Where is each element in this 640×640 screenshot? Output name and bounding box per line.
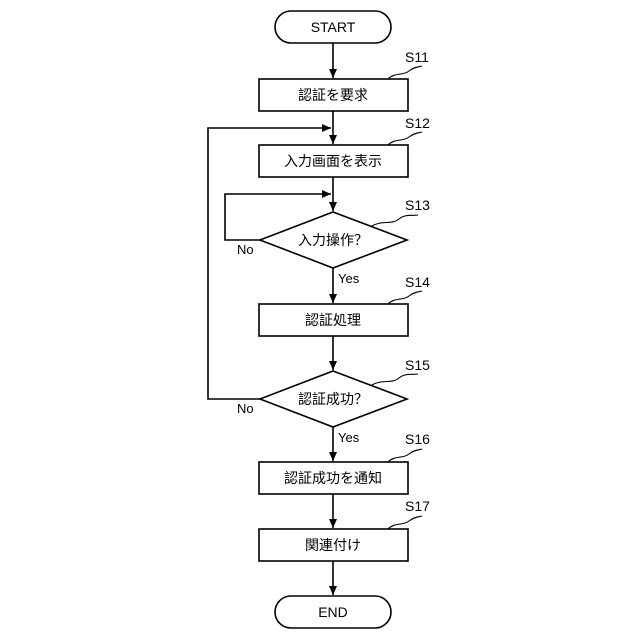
decision-s15-label: 認証成功？	[298, 392, 368, 408]
process-s16-label: 認証成功を通知	[284, 470, 382, 487]
branch-s15-no: No	[237, 401, 254, 416]
step-label-s16: S16	[405, 431, 430, 447]
squiggle-s14	[388, 291, 422, 304]
process-s12-label: 入力画面を表示	[284, 154, 382, 170]
step-label-s15: S15	[405, 357, 430, 373]
step-label-s17: S17	[405, 498, 430, 514]
process-s14-label: 認証処理	[305, 313, 361, 329]
step-label-s13: S13	[405, 197, 430, 213]
step-label-s12: S12	[405, 115, 430, 131]
squiggle-s16	[388, 449, 422, 462]
step-label-s11: S11	[405, 49, 429, 65]
end-label: END	[318, 604, 348, 620]
squiggle-s13	[372, 215, 418, 226]
branch-s13-no: No	[237, 242, 254, 257]
decision-s13-label: 入力操作？	[298, 233, 368, 249]
step-label-s14: S14	[405, 274, 430, 290]
squiggle-s11	[388, 66, 422, 79]
start-label: START	[311, 19, 356, 35]
squiggle-s15	[372, 374, 418, 385]
squiggle-s12	[388, 132, 422, 145]
process-s17-label: 関連付け	[305, 538, 361, 554]
branch-s15-yes: Yes	[338, 430, 360, 445]
squiggle-s17	[388, 516, 422, 529]
process-s11-label: 認証を要求	[298, 88, 368, 104]
branch-s13-yes: Yes	[338, 271, 360, 286]
